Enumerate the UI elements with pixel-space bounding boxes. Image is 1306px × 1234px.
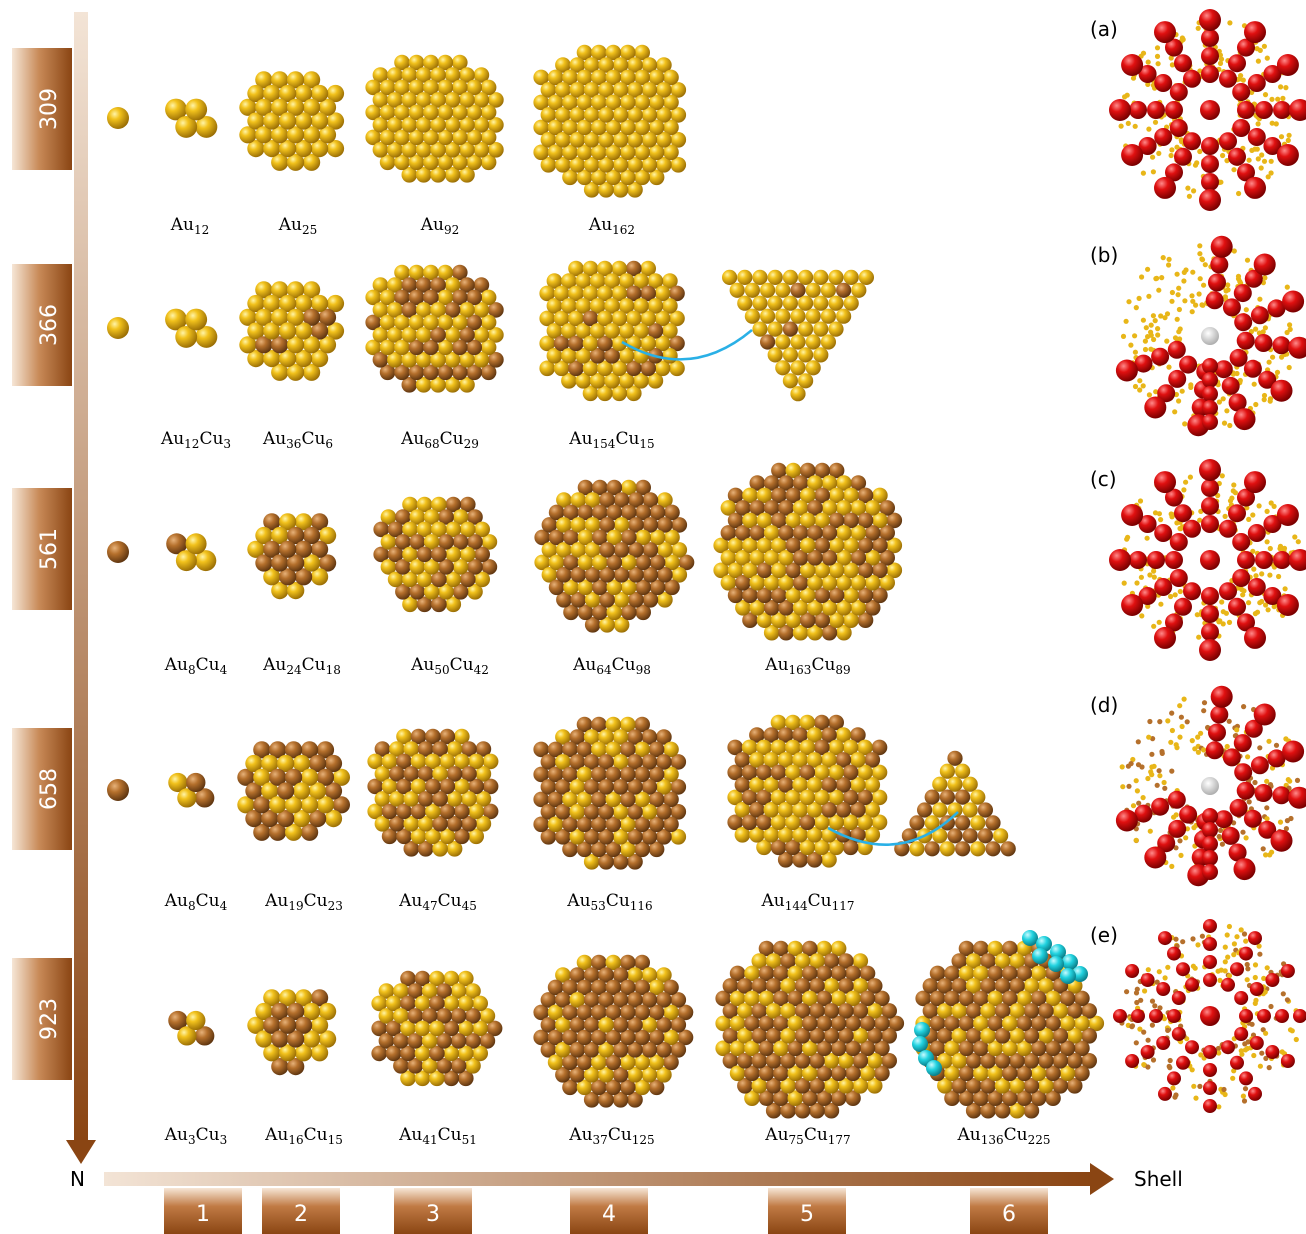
shell-tag-label: 1 [196, 1202, 210, 1227]
row-923 [168, 941, 1104, 1119]
cluster [373, 497, 497, 612]
n-value-tags: 309 366 561 658 923 [12, 48, 72, 1080]
cluster [166, 533, 216, 571]
cluster [715, 941, 904, 1119]
cluster [533, 955, 693, 1108]
cluster [168, 773, 214, 808]
composition-label: Au12Cu3 [160, 429, 231, 451]
composition-label: Au8Cu4 [164, 891, 228, 913]
panel-label: (c) [1090, 467, 1117, 491]
composition-label: Au50Cu42 [410, 655, 489, 677]
n-tag-label: 309 [37, 88, 62, 130]
cluster [168, 1011, 214, 1046]
vertical-axis-arrowhead [66, 1140, 96, 1164]
n-tag-923: 923 [12, 958, 72, 1080]
cluster [371, 971, 502, 1086]
composition-label: Au163Cu89 [764, 655, 850, 677]
row-309 [107, 45, 686, 198]
panel-e: (e) [1090, 919, 1306, 1113]
composition-label: Au12 [170, 215, 210, 237]
n-tag-label: 366 [37, 304, 62, 346]
horizontal-axis-label: Shell [1134, 1167, 1183, 1191]
cluster [239, 71, 344, 171]
composition-label: Au53Cu116 [566, 891, 652, 913]
composition-label: Au19Cu23 [264, 891, 343, 913]
cluster [533, 45, 686, 198]
shell-tag-label: 4 [602, 1202, 616, 1227]
composition-label: Au37Cu125 [568, 1125, 654, 1147]
composition-label: Au41Cu51 [398, 1125, 477, 1147]
shell-tag-label: 3 [426, 1202, 440, 1227]
n-tag-366: 366 [12, 264, 72, 386]
composition-label: Au136Cu225 [956, 1125, 1050, 1147]
composition-label: Au16Cu15 [264, 1125, 343, 1147]
cluster [713, 463, 902, 641]
composition-label: Au92 [420, 215, 460, 237]
cluster [727, 715, 887, 868]
n-tag-561: 561 [12, 488, 72, 610]
shell-tag-label: 6 [1002, 1202, 1016, 1227]
n-tag-label: 561 [37, 528, 62, 570]
panel-label: (a) [1090, 17, 1118, 41]
cluster [165, 99, 217, 138]
cluster [365, 265, 503, 393]
row-561 [107, 463, 902, 641]
vertical-axis-label: N [70, 1167, 85, 1191]
horizontal-axis-bar [104, 1172, 1090, 1186]
panel-label: (e) [1090, 923, 1118, 947]
cluster [237, 741, 350, 841]
composition-label: Au36Cu6 [262, 429, 333, 451]
cluster-grid [107, 45, 1104, 1119]
cluster [107, 541, 129, 563]
shell-tag-3: 3 [394, 1188, 472, 1234]
vertical-axis-bar [74, 12, 88, 1140]
horizontal-axis-arrowhead [1090, 1163, 1114, 1195]
composition-label: Au162 [588, 215, 635, 237]
composition-label: Au75Cu177 [764, 1125, 850, 1147]
n-tag-label: 658 [37, 768, 62, 810]
composition-label: Au144Cu117 [760, 891, 854, 913]
n-tag-658: 658 [12, 728, 72, 850]
composition-label: Au8Cu4 [164, 655, 228, 677]
cluster [539, 261, 684, 401]
cluster [107, 317, 129, 339]
shell-tag-6: 6 [970, 1188, 1048, 1234]
composition-label: Au154Cu15 [568, 429, 654, 451]
composition-label: Au68Cu29 [400, 429, 479, 451]
panel-d: (d) [1090, 686, 1306, 886]
cluster [367, 729, 498, 857]
row-658 [107, 715, 887, 870]
cluster [247, 989, 336, 1075]
cluster [247, 513, 336, 599]
cluster [365, 55, 503, 183]
cluster [107, 779, 129, 801]
panel-label: (b) [1090, 243, 1118, 267]
shell-tags: 1 2 3 4 5 6 [164, 1188, 1048, 1234]
composition-label: Au47Cu45 [398, 891, 477, 913]
composition-label: Au3Cu3 [164, 1125, 227, 1147]
shell-structure-panels: (a) (b) (c) (d) (e) [1090, 9, 1306, 1113]
shell-tag-label: 5 [800, 1202, 814, 1227]
panel-b: (b) [1090, 236, 1306, 436]
composition-label: Au24Cu18 [262, 655, 341, 677]
shell-tag-1: 1 [164, 1188, 242, 1234]
shell-tag-2: 2 [262, 1188, 340, 1234]
panel-label: (d) [1090, 693, 1118, 717]
n-tag-label: 923 [37, 998, 62, 1040]
row-366 [107, 261, 685, 401]
panel-c: (c) [1090, 459, 1306, 661]
shell-tag-4: 4 [570, 1188, 648, 1234]
cluster [533, 717, 686, 870]
composition-label: Au64Cu98 [572, 655, 651, 677]
composition-label: Au25 [278, 215, 318, 237]
cluster [107, 107, 129, 129]
shell-tag-label: 2 [294, 1202, 308, 1227]
cluster [534, 480, 694, 633]
cluster [239, 281, 344, 381]
shell-tag-5: 5 [768, 1188, 846, 1234]
n-tag-309: 309 [12, 48, 72, 170]
cluster [165, 309, 217, 348]
panel-a: (a) [1090, 9, 1306, 211]
